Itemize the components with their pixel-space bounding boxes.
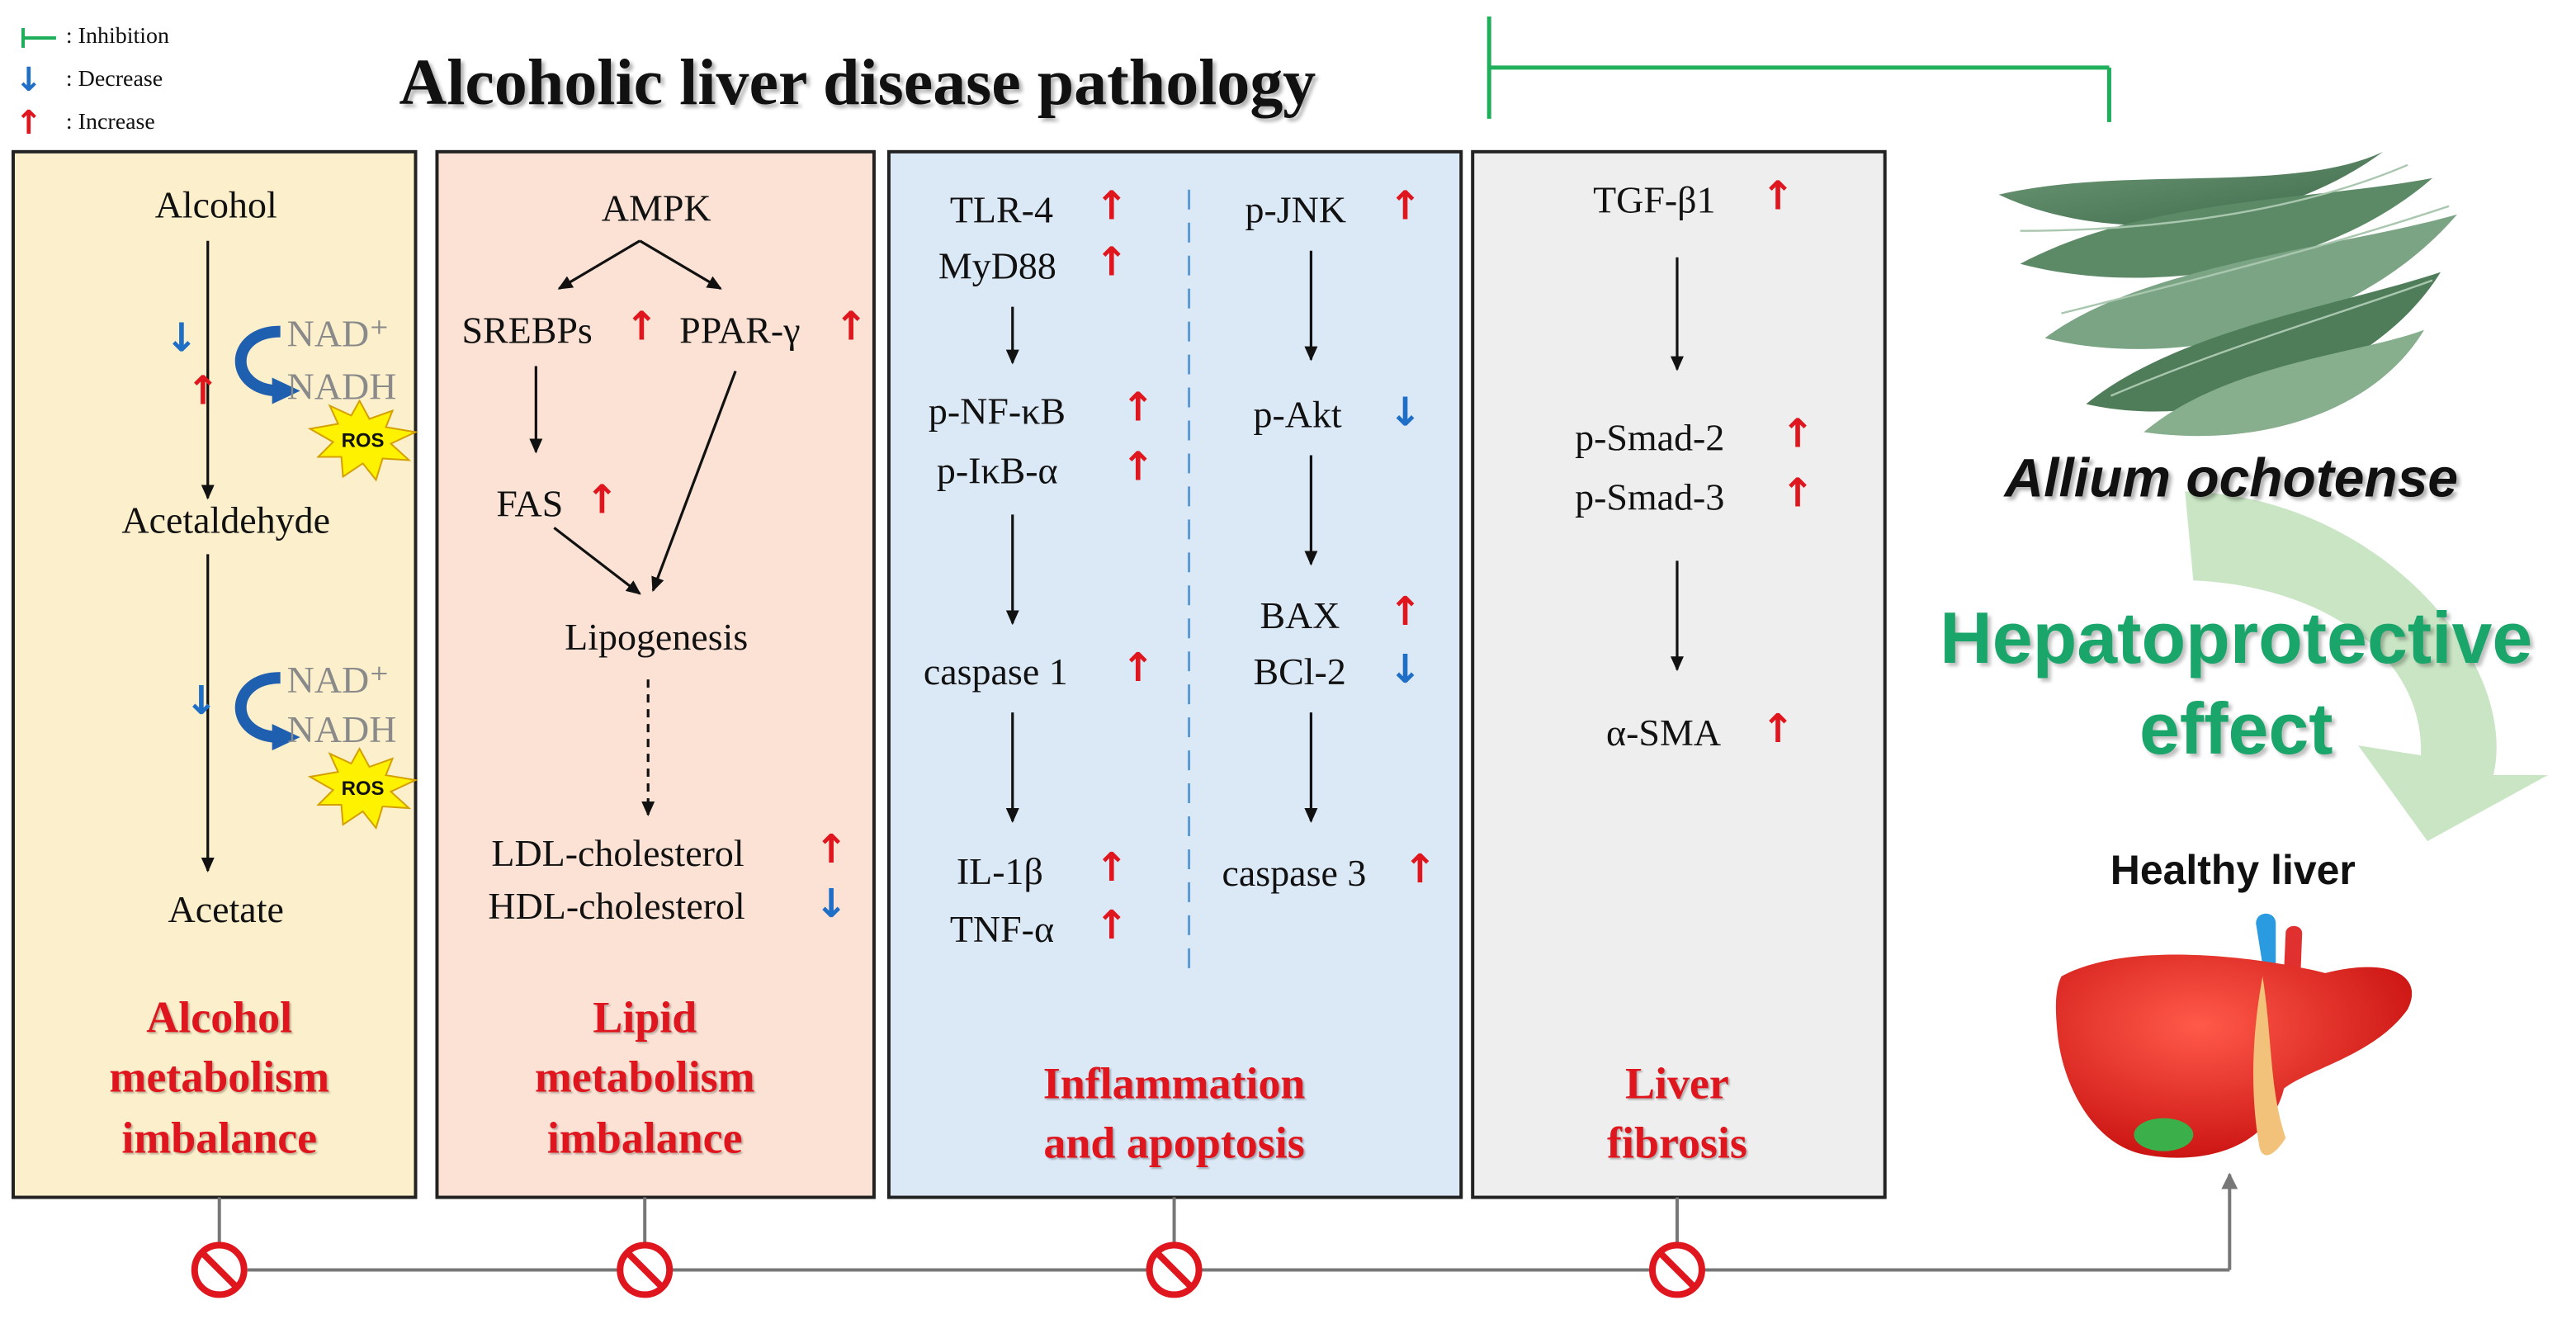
ros-burst-1-icon (307, 399, 418, 482)
prohibit-icon-2 (617, 1241, 674, 1298)
panel-alcohol-metabolism (11, 149, 418, 1199)
prohibit-icon-1 (191, 1241, 248, 1298)
legend-decrease-label: : Decrease (65, 67, 163, 92)
tnfa-increase-arrow: ↑ (1094, 901, 1128, 948)
il1b-increase-arrow: ↑ (1094, 844, 1128, 891)
asma-increase-arrow: ↑ (1761, 706, 1795, 753)
label-caspase3: caspase 3 (1222, 852, 1367, 894)
legend-decrease-arrow-icon: ↓ (14, 59, 43, 99)
healthy-liver-image (2055, 913, 2413, 1158)
curved-arrow-nad-1-icon (234, 325, 300, 404)
label-ldl-cholesterol: LDL-cholesterol (491, 832, 744, 874)
label-ros-1: ROS (341, 428, 385, 452)
tgfb1-increase-arrow: ↑ (1761, 173, 1795, 220)
fas-increase-arrow: ↑ (585, 476, 619, 523)
legend-increase-label: : Increase (65, 110, 155, 135)
panel-lipid-metabolism (435, 149, 876, 1199)
pakt-decrease-arrow: ↓ (1388, 389, 1422, 436)
legend-inhibition-icon (21, 27, 56, 48)
nad-decrease-arrow-1: ↓ (164, 314, 198, 362)
arrow-ampk-srebps (557, 239, 641, 291)
label-ros-2: ROS (341, 777, 385, 801)
label-asma: α-SMA (1606, 712, 1722, 754)
diagram-title: Alcoholic liver disease pathology (399, 44, 1316, 119)
caspase3-increase-arrow: ↑ (1403, 845, 1437, 892)
label-caspase1: caspase 1 (923, 651, 1068, 693)
label-srebps: SREBPs (461, 310, 593, 352)
label-pjnk: p-JNK (1245, 189, 1347, 231)
label-acetate: Acetate (168, 888, 284, 930)
label-acetaldehyde: Acetaldehyde (121, 499, 331, 541)
hdl-decrease-arrow: ↓ (815, 880, 848, 927)
prohibit-icon-4 (1649, 1241, 1705, 1298)
tlr4-increase-arrow: ↑ (1094, 182, 1128, 229)
label-alcohol: Alcohol (154, 184, 277, 226)
arrow-fas-lipogenesis (553, 527, 641, 595)
label-nadh-1: NADH (286, 366, 397, 408)
ros-burst-2-icon (307, 747, 418, 830)
label-pikba: p-IκB-α (936, 450, 1058, 492)
label-pnfkb: p-NF-κB (928, 390, 1066, 433)
nadh-increase-arrow-1: ↑ (186, 367, 220, 414)
pnfkb-increase-arrow: ↑ (1121, 384, 1155, 431)
label-psmad2: p-Smad-2 (1575, 417, 1725, 459)
bax-increase-arrow: ↑ (1388, 589, 1422, 636)
label-pakt: p-Akt (1253, 394, 1342, 436)
caspase1-increase-arrow: ↑ (1121, 645, 1155, 692)
label-ampk: AMPK (601, 187, 711, 229)
label-fas: FAS (496, 483, 564, 525)
arrow-pparg-lipogenesis (651, 370, 737, 593)
label-bcl2: BCl-2 (1253, 651, 1346, 693)
label-psmad3: p-Smad-3 (1575, 476, 1725, 518)
label-tgfb1: TGF-β1 (1593, 179, 1716, 221)
srebps-increase-arrow: ↑ (625, 303, 659, 350)
healthy-liver-label: Healthy liver (2110, 847, 2356, 894)
pjnk-increase-arrow: ↑ (1388, 182, 1422, 229)
psmad3-increase-arrow: ↑ (1780, 470, 1815, 517)
pparg-increase-arrow: ↑ (834, 303, 868, 350)
label-lipogenesis: Lipogenesis (565, 617, 749, 659)
label-bax: BAX (1260, 595, 1340, 637)
label-pparg: PPAR-γ (679, 310, 801, 352)
label-tnfa: TNF-α (949, 908, 1055, 950)
inhibition-bracket (1487, 16, 2111, 122)
label-myd88: MyD88 (938, 245, 1056, 287)
effect-arrow-icon (2185, 491, 2548, 841)
nad-decrease-arrow-2: ↓ (184, 678, 218, 725)
legend-inhibition-label: : Inhibition (65, 24, 170, 50)
panel-liver-fibrosis (1471, 149, 1887, 1199)
label-tlr4: TLR-4 (949, 189, 1053, 231)
prohibit-icon-3 (1146, 1241, 1203, 1298)
label-nad-1: NAD⁺ (286, 313, 390, 355)
arrow-ampk-pparg (639, 239, 722, 291)
myd88-increase-arrow: ↑ (1094, 239, 1128, 286)
bcl2-decrease-arrow: ↓ (1388, 646, 1422, 693)
label-hdl-cholesterol: HDL-cholesterol (488, 885, 745, 927)
psmad2-increase-arrow: ↑ (1780, 410, 1815, 457)
allium-leaves-image (1998, 151, 2458, 437)
plant-name: Allium ochotense (2004, 447, 2459, 508)
panel-inflammation-apoptosis (886, 149, 1463, 1199)
label-nad-2: NAD⁺ (286, 660, 390, 702)
curved-arrow-nad-2-icon (234, 672, 300, 751)
label-nadh-2: NADH (286, 709, 397, 751)
ldl-increase-arrow: ↑ (815, 825, 848, 872)
label-il1b: IL-1β (956, 850, 1043, 892)
pikba-increase-arrow: ↑ (1121, 443, 1155, 490)
legend-increase-arrow-icon: ↑ (14, 102, 43, 142)
